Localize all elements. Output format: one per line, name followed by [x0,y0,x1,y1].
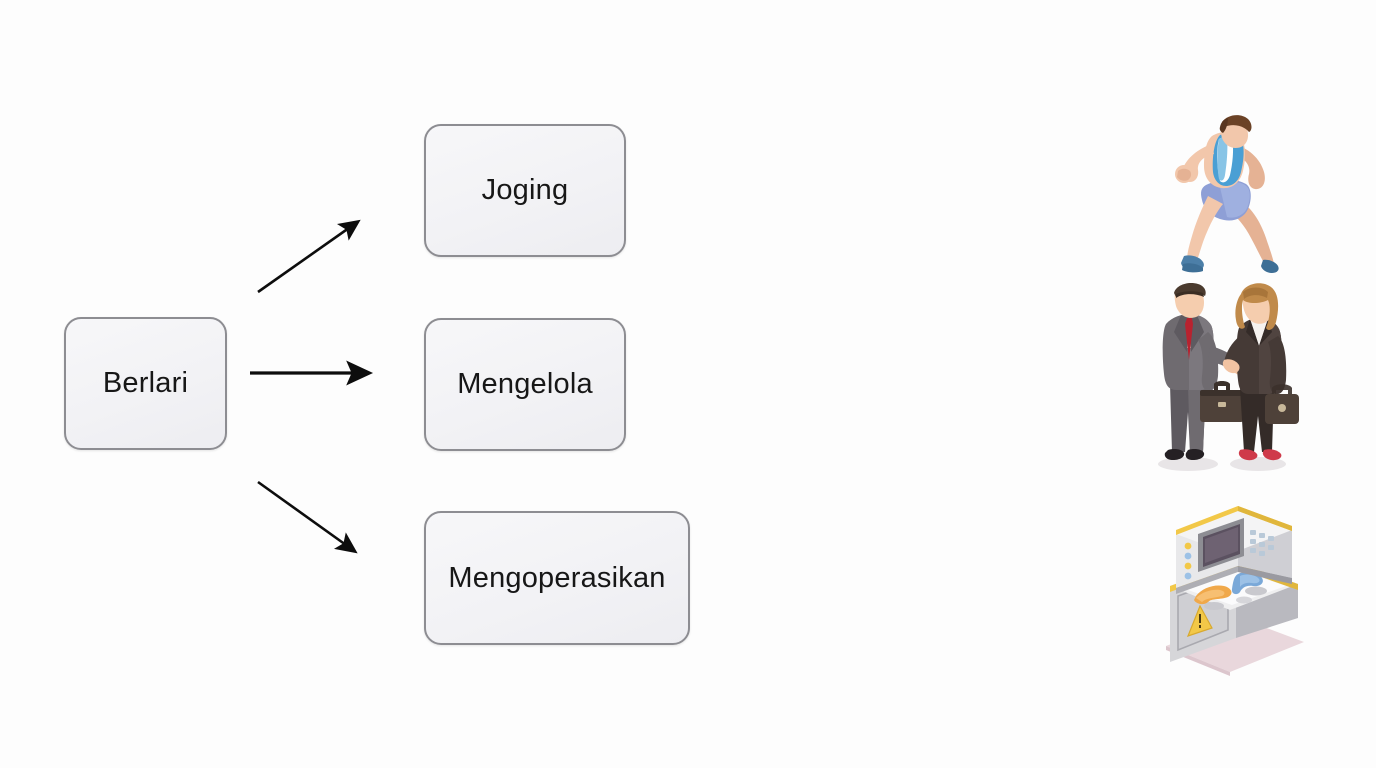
control-machine-illustration [1166,506,1304,676]
arrow-to-joging [257,219,361,294]
node-berlari[interactable]: Berlari [64,317,227,450]
arrow-to-mengoperasikan [257,480,358,554]
node-mengoperasikan-label: Mengoperasikan [448,561,666,594]
node-mengelola[interactable]: Mengelola [424,318,626,451]
running-person-illustration [1175,115,1279,273]
node-joging[interactable]: Joging [424,124,626,257]
node-berlari-label: Berlari [102,367,189,399]
node-joging-label: Joging [481,174,569,206]
node-mengoperasikan[interactable]: Mengoperasikan [424,511,690,645]
business-handshake-illustration [1158,283,1299,471]
node-mengelola-label: Mengelola [457,368,593,400]
